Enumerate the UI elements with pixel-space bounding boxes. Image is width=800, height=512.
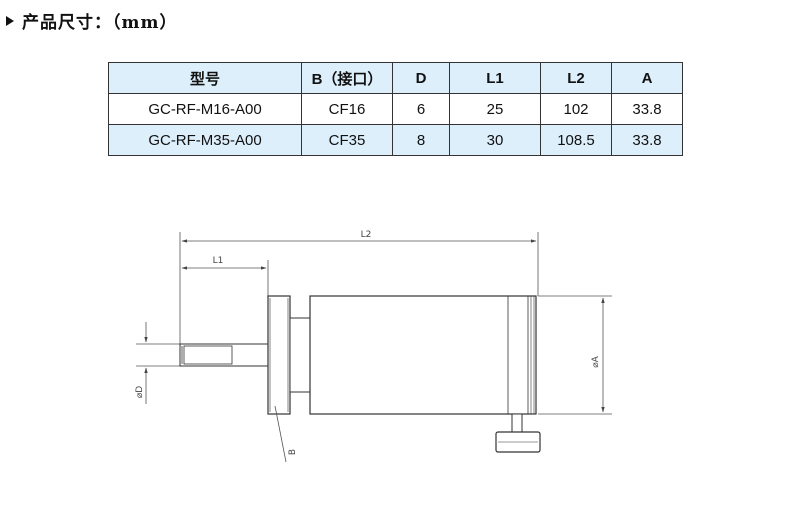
label-l2: L2	[361, 230, 372, 240]
collar	[289, 317, 311, 393]
cell-l1: 25	[449, 93, 541, 125]
label-d: ⌀D	[135, 386, 145, 398]
leader-b: B	[274, 405, 298, 463]
dimension-diameter-d: ⌀D	[135, 322, 180, 404]
header-l2: L2	[540, 62, 612, 94]
dimension-diameter-a: ⌀A	[538, 295, 612, 415]
header-l1: L1	[449, 62, 541, 94]
section-title: 产品尺寸：（mm）	[22, 13, 178, 33]
body-cylinder	[309, 295, 537, 415]
spec-table: 型号 B（接口） D L1 L2 A GC-RF-M16-A00 CF16 6 …	[108, 62, 683, 156]
cell-d: 8	[392, 124, 450, 156]
table-header-row: 型号 B（接口） D L1 L2 A	[108, 62, 683, 94]
label-b: B	[288, 449, 298, 455]
dimension-l2: L2	[179, 230, 539, 346]
header-interface: B（接口）	[301, 62, 393, 94]
dimension-l1: L1	[181, 256, 269, 296]
header-model: 型号	[108, 62, 302, 94]
shaft	[179, 343, 269, 367]
table-row: GC-RF-M35-A00 CF35 8 30 108.5 33.8	[108, 124, 683, 156]
label-l1: L1	[213, 256, 224, 266]
header-d: D	[392, 62, 450, 94]
knob	[495, 413, 541, 453]
triangle-bullet-icon	[6, 15, 14, 26]
cell-model: GC-RF-M35-A00	[108, 124, 302, 156]
cell-l1: 30	[449, 124, 541, 156]
cell-l2: 108.5	[540, 124, 612, 156]
label-a: ⌀A	[591, 355, 601, 367]
flange-b	[267, 295, 291, 415]
section-header: 产品尺寸：（mm）	[6, 8, 177, 33]
cell-a: 33.8	[611, 124, 683, 156]
cell-interface: CF35	[301, 124, 393, 156]
cell-model: GC-RF-M16-A00	[108, 93, 302, 125]
